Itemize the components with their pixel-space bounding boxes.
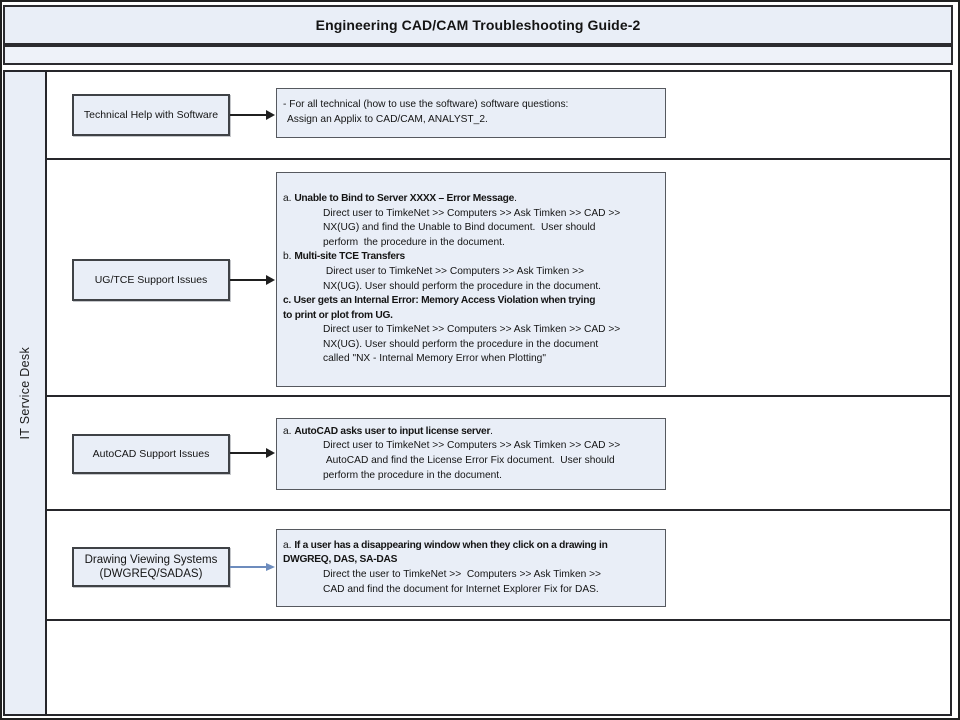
note-line: Direct user to TimkeNet >> Computers >> … [323,265,585,277]
note-line: NX(UG) and find the Unable to Bind docum… [323,222,596,234]
arrow-right-icon [230,110,275,120]
arrow-right-icon [230,275,275,285]
node-technical-help: Technical Help with Software [72,94,230,136]
note-line: Direct user to TimkeNet >> Computers >> … [323,440,621,452]
page-title: Engineering CAD/CAM Troubleshooting Guid… [315,17,641,33]
node-ug-tce-support: UG/TCE Support Issues [72,259,230,301]
arrow-right-icon [230,448,275,458]
arrow-right-blue-icon [230,563,275,570]
row-technical-help: Technical Help with Software - For all t… [47,72,950,160]
note-line: NX(UG). User should perform the procedur… [323,280,602,292]
note-line: a. Unable to Bind to Server XXXX – Error… [283,192,517,204]
node-drawing-viewing: Drawing Viewing Systems (DWGREQ/SADAS) [72,547,230,587]
row-empty [47,621,950,714]
note-line: DWGREQ, DAS, SA-DAS [283,554,398,566]
swimlane-rows: Technical Help with Software - For all t… [47,70,952,716]
note-line: Direct user to TimkeNet >> Computers >> … [323,324,621,336]
row-ug-tce-support: UG/TCE Support Issues a. Unable to Bind … [47,160,950,397]
node-autocad-support: AutoCAD Support Issues [72,434,230,474]
note-line: perform the procedure in the document. [323,469,502,481]
note-line: c. User gets an Internal Error: Memory A… [283,295,596,307]
note-line: b. Multi-site TCE Transfers [283,251,405,263]
swimlane-header: IT Service Desk [3,70,47,716]
note-technical-help: - For all technical (how to use the soft… [276,88,666,138]
note-drawing-viewing: a. If a user has a disappearing window w… [276,529,666,607]
note-line: AutoCAD and find the License Error Fix d… [323,455,615,466]
flowchart-content: IT Service Desk Technical Help with Soft… [3,70,952,716]
note-line: Direct the user to TimkeNet >> Computers… [323,569,602,580]
note-line: - For all technical (how to use the soft… [283,99,569,111]
row-drawing-viewing: Drawing Viewing Systems (DWGREQ/SADAS) a… [47,511,950,621]
note-line: a. AutoCAD asks user to input license se… [283,425,493,437]
subtitle-band [3,45,953,65]
note-line: Assign an Applix to CAD/CAM, ANALYST_2. [287,114,488,125]
title-bar: Engineering CAD/CAM Troubleshooting Guid… [3,5,953,45]
note-line: Direct user to TimkeNet >> Computers >> … [323,207,621,219]
note-ug-tce-support: a. Unable to Bind to Server XXXX – Error… [276,172,666,387]
note-line: NX(UG). User should perform the procedur… [323,338,599,350]
note-line: perform the procedure in the document. [323,236,505,248]
note-autocad-support: a. AutoCAD asks user to input license se… [276,418,666,490]
note-line: CAD and find the document for Internet E… [323,583,599,595]
note-line: a. If a user has a disappearing window w… [283,539,608,551]
note-line: to print or plot from UG. [283,309,393,321]
note-line: called "NX - Internal Memory Error when … [323,353,546,365]
row-autocad-support: AutoCAD Support Issues a. AutoCAD asks u… [47,397,950,511]
swimlane-label: IT Service Desk [18,346,32,440]
